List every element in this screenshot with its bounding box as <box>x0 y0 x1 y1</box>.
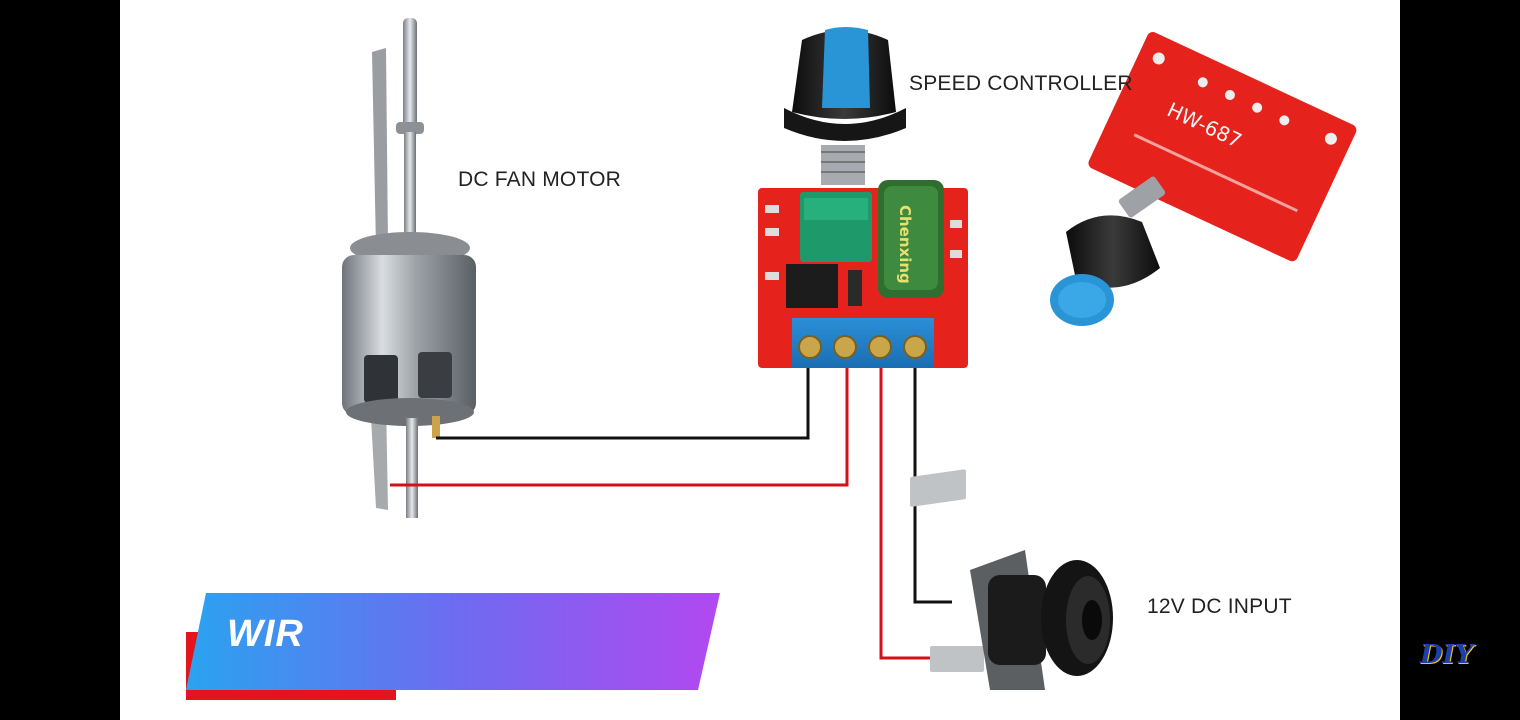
dc-fan-motor <box>342 18 476 518</box>
channel-watermark: DIY <box>1420 640 1474 670</box>
banner-text: WIR <box>227 613 304 655</box>
pcb-pad <box>1279 115 1290 126</box>
banner-gradient <box>186 593 720 690</box>
motor-shaft <box>404 132 416 240</box>
terminal-screw <box>833 335 857 359</box>
motor-shaft-top <box>403 18 417 130</box>
motor-red-wire <box>390 360 849 487</box>
motor-vent-left <box>364 355 398 403</box>
smd-component <box>950 250 962 258</box>
pcb-pad <box>1197 77 1208 88</box>
jack-body <box>988 575 1046 665</box>
speed-controller-back: HW-687 <box>1088 32 1357 262</box>
controller-back-pcb <box>1088 32 1357 262</box>
capacitor-marking: Chenxing <box>896 205 914 284</box>
motor-black-wire <box>436 360 810 440</box>
motor-bracket-top <box>372 48 388 248</box>
pcb-hole <box>1152 52 1165 65</box>
label-12v-dc-input: 12V DC INPUT <box>1147 595 1292 618</box>
pot-thread-back <box>1118 176 1166 218</box>
motor-vent-right <box>418 352 452 398</box>
label-speed-controller: SPEED CONTROLLER <box>909 72 1133 95</box>
controller-knob-base <box>784 108 906 141</box>
wiring-diagram: Chenxing HW-687 <box>120 0 1400 720</box>
back-knob <box>1066 215 1160 288</box>
title-banner <box>186 593 720 700</box>
controller-knob-stripe <box>822 27 870 108</box>
speed-controller-board: Chenxing <box>758 27 968 368</box>
smd-component <box>765 228 779 236</box>
input-black-wire <box>913 360 952 604</box>
terminal-screw <box>798 335 822 359</box>
terminal-screw <box>868 335 892 359</box>
jack-pin-lower <box>930 646 984 672</box>
diagram-canvas: Chenxing HW-687 <box>186 18 1357 700</box>
potentiometer-top <box>804 198 868 220</box>
motor-can-bottom <box>346 398 474 426</box>
jack-hole <box>1082 600 1102 640</box>
letterbox-left <box>0 0 120 720</box>
smd-component <box>765 272 779 280</box>
wires <box>390 360 952 660</box>
smd-component <box>765 205 779 213</box>
back-knob-cap-highlight <box>1058 282 1106 318</box>
input-red-wire <box>879 360 952 660</box>
dc-input-jack <box>910 469 1113 690</box>
motor-shaft-collar <box>396 122 424 134</box>
pcb-hole <box>1324 132 1337 145</box>
pcb-trace <box>1133 133 1298 213</box>
motor-terminal <box>432 416 440 438</box>
motor-bracket-bottom <box>370 398 388 510</box>
terminal-screw <box>903 335 927 359</box>
label-dc-fan-motor: DC FAN MOTOR <box>458 168 622 191</box>
smd-component <box>950 220 962 228</box>
jack-pin-upper <box>910 469 966 507</box>
pcb-pad <box>1224 89 1235 100</box>
diode <box>848 270 862 306</box>
motor-shaft-bottom <box>406 418 418 518</box>
letterbox-right <box>1400 0 1520 720</box>
capacitor-sleeve <box>884 186 938 290</box>
motor-body <box>342 255 476 415</box>
mosfet <box>786 264 838 308</box>
controller-back-knob <box>1050 176 1166 326</box>
pcb-pad <box>1252 102 1263 113</box>
